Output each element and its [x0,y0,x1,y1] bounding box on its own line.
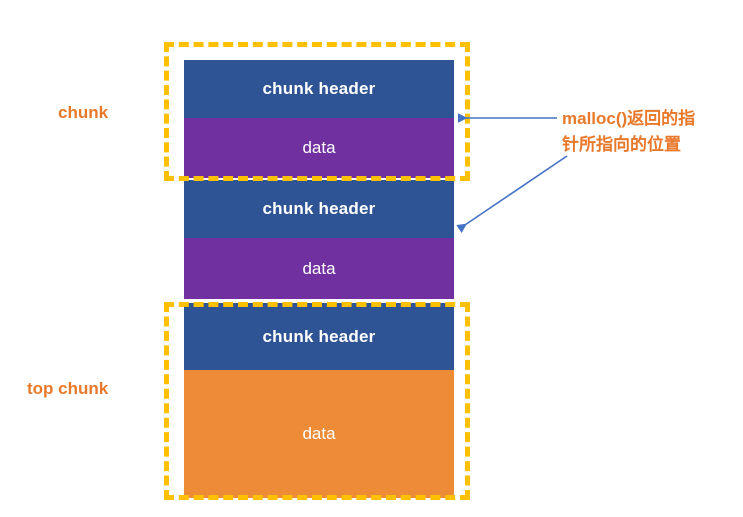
chunk-data-block-2: data [184,238,454,299]
chunk-data-label-2: data [302,258,336,278]
arrow-to-data-block-2 [456,155,568,233]
chunk-header-block-1: chunk header [184,60,454,118]
chunk-header-label-1: chunk header [262,79,376,98]
chunk-side-label: chunk [58,103,109,122]
malloc-pointer-annotation-line-2: 针所指向的位置 [562,135,681,154]
top-chunk-data-label: data [302,424,336,443]
chunk-header-block-2: chunk header [184,180,454,238]
chunk-header-label-2: chunk header [262,199,376,218]
top-chunk-data-block: data [184,370,454,498]
top-chunk-side-label: top chunk [27,379,109,398]
chunk-header-label-3: chunk header [262,326,376,346]
malloc-pointer-annotation: malloc()返回的指 针所指向的位置 [562,106,738,158]
chunk-data-label-1: data [302,138,336,157]
malloc-pointer-annotation-line-1: malloc()返回的指 [562,109,696,128]
chunk-data-block-1: data [184,118,454,178]
chunk-header-block-3: chunk header [184,303,454,370]
